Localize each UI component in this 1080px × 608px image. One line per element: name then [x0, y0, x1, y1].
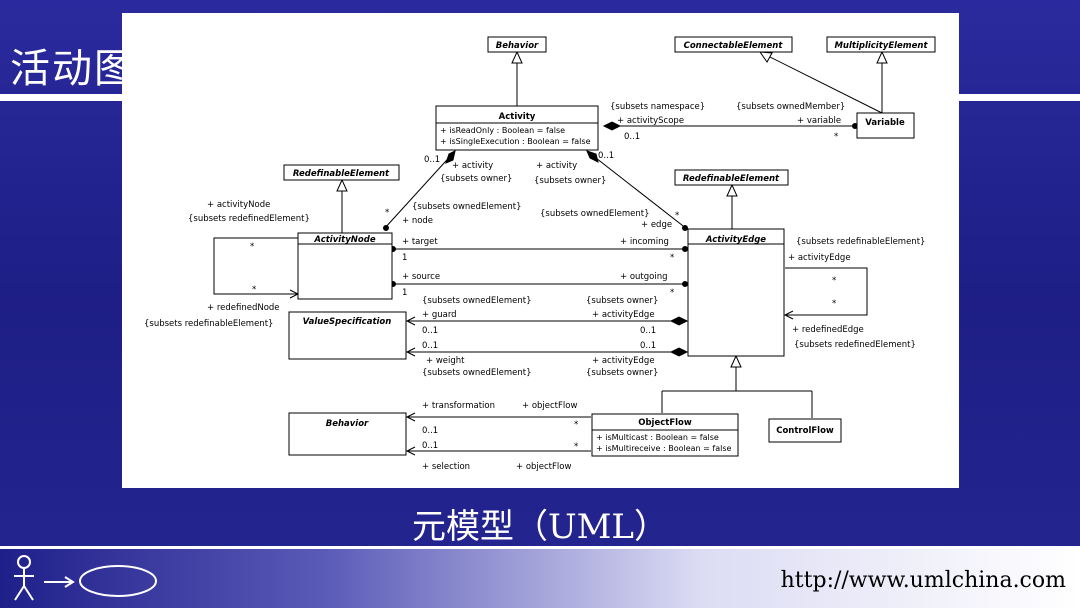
- class-object-flow: ObjectFlow: [638, 418, 692, 428]
- class-activity: Activity: [499, 112, 536, 122]
- activity-attr-readonly: + isReadOnly : Boolean = false: [440, 126, 565, 135]
- label-outgoing-role: + outgoing: [620, 272, 668, 282]
- label-incoming-role: + incoming: [620, 237, 669, 247]
- class-variable: Variable: [865, 118, 905, 128]
- label-transformation: + transformation: [422, 401, 495, 411]
- actor-usecase-logo-icon: [14, 555, 157, 601]
- uml-diagram-card: Behavior ConnectableElement Multiplicity…: [122, 13, 959, 488]
- label-node-star: *: [385, 208, 389, 218]
- label-node-role: + node: [402, 216, 433, 226]
- label-self-edge-star-1: *: [832, 276, 836, 286]
- label-guard-mult: 0..1: [422, 326, 438, 336]
- label-weight-role: + weight: [426, 356, 465, 366]
- class-multiplicity-element: MultiplicityElement: [834, 41, 928, 51]
- label-subsets-owned-element-1: {subsets ownedElement}: [412, 202, 522, 212]
- label-object-flow-2: + objectFlow: [516, 462, 571, 472]
- label-subsets-redefined-element-1: {subsets redefinedElement}: [188, 214, 310, 224]
- label-target-one: 1: [402, 253, 407, 263]
- objectflow-attr-multicast: + isMulticast : Boolean = false: [596, 433, 719, 442]
- label-mult-node-activity: 0..1: [424, 155, 440, 165]
- label-activity-edge-role: + activityEdge: [788, 253, 851, 263]
- label-edge-star: *: [675, 211, 679, 221]
- label-activity-role-1: + activity: [452, 161, 493, 171]
- label-outgoing-star: *: [670, 288, 674, 298]
- class-behavior-top: Behavior: [496, 41, 539, 51]
- label-weight-mult-2: 0..1: [640, 341, 656, 351]
- label-activity-scope: + activityScope: [617, 116, 684, 126]
- label-subsets-namespace: {subsets namespace}: [610, 102, 705, 112]
- label-selection-star: *: [574, 442, 578, 452]
- label-selection-mult: 0..1: [422, 441, 438, 451]
- slide-title: 活动图: [10, 46, 136, 92]
- class-behavior-bottom: Behavior: [326, 419, 369, 429]
- label-subsets-owned-element-4: {subsets ownedElement}: [422, 368, 532, 378]
- label-subsets-redefined-element-2: {subsets redefinedElement}: [794, 340, 916, 350]
- uml-class-diagram: Behavior ConnectableElement Multiplicity…: [144, 36, 936, 472]
- footer-url[interactable]: http://www.umlchina.com: [780, 568, 1066, 593]
- label-subsets-owner-4: {subsets owner}: [586, 368, 658, 378]
- label-transformation-mult: 0..1: [422, 426, 438, 436]
- label-subsets-owner-3: {subsets owner}: [586, 296, 658, 306]
- label-source-one: 1: [402, 288, 407, 298]
- label-guard-role: + guard: [422, 310, 457, 320]
- label-source-role: + source: [402, 272, 440, 282]
- label-mult-edge-activity: 0..1: [598, 151, 614, 161]
- label-edge-role: + edge: [641, 220, 672, 230]
- label-subsets-owned-member: {subsets ownedMember}: [736, 102, 845, 112]
- label-owner-1: {subsets owner}: [440, 174, 512, 184]
- class-control-flow: ControlFlow: [776, 426, 834, 436]
- class-redefinable-element-2: RedefinableElement: [683, 174, 780, 184]
- footer-bar: [0, 546, 1080, 608]
- label-self-edge-star-2: *: [832, 299, 836, 309]
- class-value-specification: ValueSpecification: [303, 317, 392, 327]
- label-owner-2: {subsets owner}: [534, 176, 606, 186]
- slide-subtitle: 元模型（UML）: [411, 507, 669, 547]
- class-connectable-element: ConnectableElement: [684, 41, 784, 51]
- label-subsets-redefinable-element-1: {subsets redefinableElement}: [144, 319, 273, 329]
- label-weight-activity-edge: + activityEdge: [592, 356, 655, 366]
- label-subsets-owned-element-2: {subsets ownedElement}: [540, 209, 650, 219]
- label-subsets-redefinable-element-2: {subsets redefinableElement}: [796, 237, 925, 247]
- label-activity-role-2: + activity: [536, 161, 577, 171]
- label-weight-mult: 0..1: [422, 341, 438, 351]
- class-activity-edge: ActivityEdge: [705, 235, 766, 245]
- label-redefined-node: + redefinedNode: [207, 303, 280, 313]
- objectflow-attr-multireceive: + isMultireceive : Boolean = false: [596, 444, 732, 453]
- label-target-role: + target: [402, 237, 438, 247]
- label-guard-activity-edge: + activityEdge: [592, 310, 655, 320]
- activity-attr-single-execution: + isSingleExecution : Boolean = false: [440, 137, 591, 146]
- label-object-flow-1: + objectFlow: [522, 401, 577, 411]
- class-redefinable-element-1: RedefinableElement: [293, 169, 390, 179]
- label-incoming-star: *: [670, 253, 674, 263]
- label-redefined-edge: + redefinedEdge: [792, 325, 864, 335]
- label-self-node-star-2: *: [252, 285, 256, 295]
- label-activity-node-role: + activityNode: [207, 200, 270, 210]
- class-activity-node: ActivityNode: [313, 235, 375, 245]
- label-selection: + selection: [422, 462, 470, 472]
- label-self-node-star-1: *: [250, 242, 254, 252]
- label-transformation-star: *: [574, 420, 578, 430]
- label-subsets-owned-element-3: {subsets ownedElement}: [422, 296, 532, 306]
- label-guard-mult-2: 0..1: [640, 326, 656, 336]
- label-variable-star: *: [834, 132, 838, 142]
- label-variable-role: + variable: [797, 116, 841, 126]
- footer-divider: [0, 546, 1080, 549]
- label-mult-activity-scope: 0..1: [624, 132, 640, 142]
